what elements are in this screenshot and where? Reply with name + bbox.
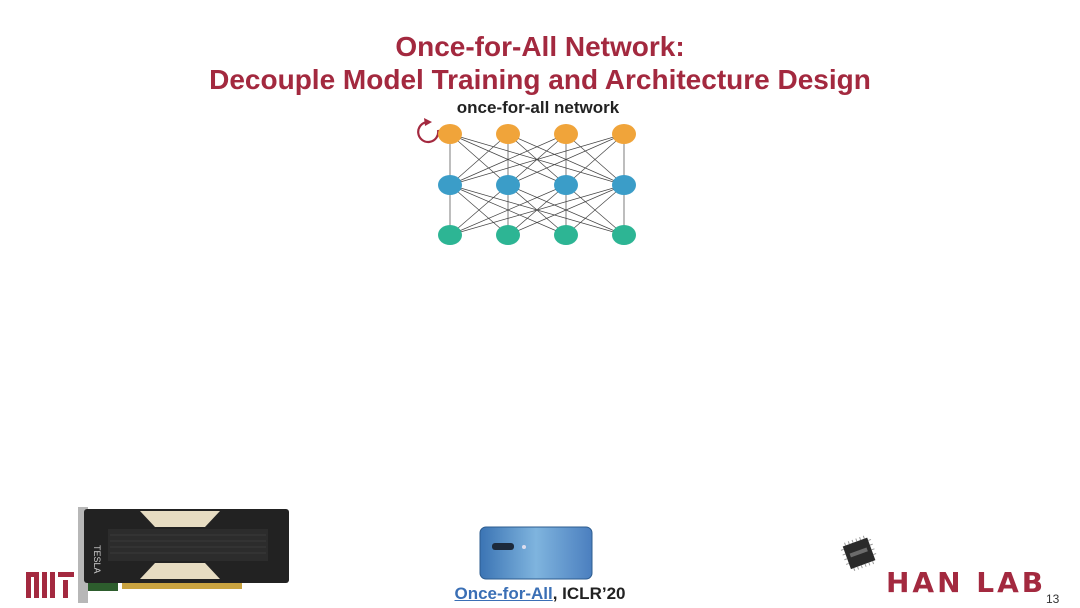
network-edge bbox=[449, 184, 567, 236]
mit-logo bbox=[26, 572, 74, 598]
network-node-middle bbox=[438, 175, 462, 195]
network-edge bbox=[449, 184, 625, 236]
gpu-card-image: TESLA bbox=[78, 507, 289, 603]
page-number: 13 bbox=[1046, 592, 1060, 606]
cycle-arrow-icon bbox=[417, 118, 440, 144]
network-node-top bbox=[438, 124, 462, 144]
network-edge bbox=[507, 133, 625, 186]
network-edge bbox=[565, 133, 625, 186]
network-node-bottom bbox=[554, 225, 578, 245]
network-node-top bbox=[496, 124, 520, 144]
network-edges bbox=[449, 133, 625, 236]
title-line-2: Decouple Model Training and Architecture… bbox=[209, 64, 871, 95]
title-line-1: Once-for-All Network: bbox=[395, 31, 685, 62]
network-node-middle bbox=[496, 175, 520, 195]
citation: Once-for-All, ICLR’20 bbox=[0, 584, 1080, 604]
network-label: once-for-all network bbox=[457, 98, 620, 117]
gpu-label: TESLA bbox=[92, 545, 102, 574]
network-node-middle bbox=[612, 175, 636, 195]
network-node-bottom bbox=[612, 225, 636, 245]
phone-image bbox=[479, 526, 593, 580]
network-node-bottom bbox=[496, 225, 520, 245]
network-node-middle bbox=[554, 175, 578, 195]
network-node-top bbox=[554, 124, 578, 144]
network-node-top bbox=[612, 124, 636, 144]
han-lab-logo: HAN LAB bbox=[886, 566, 1047, 599]
network-nodes bbox=[438, 124, 636, 245]
citation-venue: , ICLR’20 bbox=[552, 584, 626, 603]
network-edge bbox=[449, 133, 625, 186]
network-edge bbox=[449, 133, 509, 186]
network-edge bbox=[507, 184, 625, 236]
slide-title: Once-for-All Network: Decouple Model Tra… bbox=[0, 30, 1080, 96]
network-edge bbox=[449, 133, 567, 186]
network-edge bbox=[565, 184, 625, 236]
microchip-image bbox=[840, 535, 877, 572]
once-for-all-link[interactable]: Once-for-All bbox=[454, 584, 553, 603]
network-node-bottom bbox=[438, 225, 462, 245]
network-diagram: once-for-all network bbox=[417, 98, 636, 245]
network-edge bbox=[449, 184, 509, 236]
